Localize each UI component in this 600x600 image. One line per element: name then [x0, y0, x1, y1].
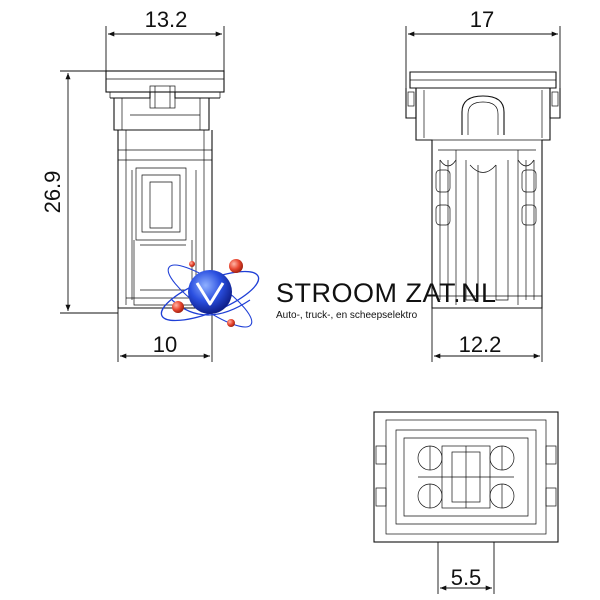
dim-front-width: 17: [405, 7, 561, 88]
dim-side-bottom-width: 10: [117, 308, 213, 362]
logo-nucleus-icon: [188, 270, 232, 314]
logo-subtitle: Auto-, truck-, en scheepselektro: [276, 310, 418, 321]
logo-title: STROOM ZAT.NL: [276, 278, 497, 308]
dim-side-width: 13.2: [105, 7, 225, 71]
front-view: [405, 71, 561, 309]
brand-logo: STROOM ZAT.NL Auto-, truck-, en scheepse…: [160, 259, 497, 328]
dim-label-front-bottom-width: 12.2: [459, 332, 502, 357]
side-view: [105, 70, 225, 309]
dim-side-height: 26.9: [40, 70, 118, 314]
dim-label-front-width: 17: [470, 7, 494, 32]
dim-bottom-view-width: 5.5: [437, 542, 495, 594]
dim-label-side-width: 13.2: [145, 7, 188, 32]
bottom-view: [373, 411, 559, 543]
dim-label-side-bottom-width: 10: [153, 332, 177, 357]
dim-front-bottom-width: 12.2: [431, 308, 543, 362]
dim-label-bottom-view-width: 5.5: [451, 565, 482, 590]
dim-label-side-height: 26.9: [40, 171, 65, 214]
